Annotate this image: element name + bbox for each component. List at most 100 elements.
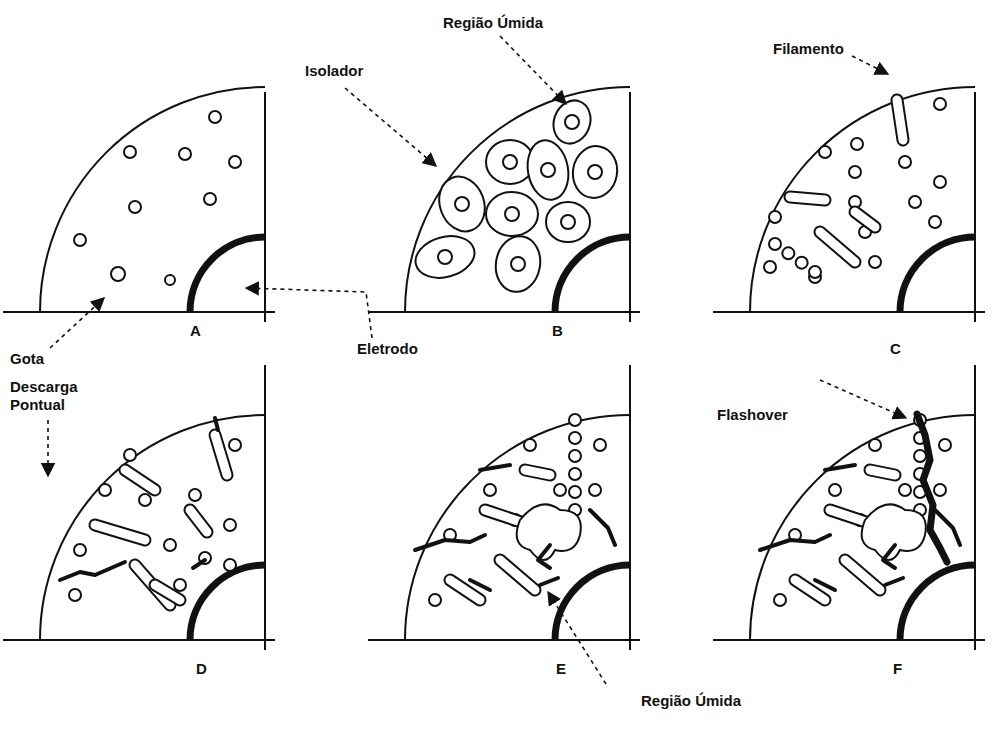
leader-line: [548, 592, 606, 684]
panel-letter: C: [890, 340, 901, 358]
water-drop: [69, 589, 81, 601]
discharge-arc: [415, 535, 485, 550]
filament-fill: [190, 510, 207, 532]
panel-letter: B: [552, 322, 563, 340]
wet-region: [486, 192, 538, 236]
insulator-outline: [40, 87, 265, 312]
filament-fill: [820, 232, 855, 262]
filament-outline: [95, 525, 145, 540]
wet-region: [546, 202, 590, 242]
water-drop: [569, 486, 581, 498]
filament-fill: [845, 560, 880, 590]
water-drop: [209, 111, 221, 123]
leader-line: [50, 298, 104, 348]
water-drop: [505, 207, 519, 221]
water-drop: [929, 216, 941, 228]
panel-letter: A: [190, 322, 201, 340]
filament-outline: [845, 560, 880, 590]
discharge-arc: [885, 578, 903, 585]
callout-label: Eletrodo: [357, 340, 418, 358]
water-drop: [224, 559, 236, 571]
base-line: [368, 639, 640, 641]
water-drop: [899, 156, 911, 168]
water-drop: [934, 98, 946, 110]
filament-fill: [215, 435, 227, 475]
electrode-arc: [190, 237, 265, 312]
water-drop: [561, 215, 575, 229]
filament-outline: [525, 470, 550, 475]
leader-line: [500, 36, 566, 104]
wet-region: [862, 504, 926, 560]
filament-outline: [897, 100, 903, 140]
water-drop: [224, 519, 236, 531]
filament-outline: [215, 435, 227, 475]
water-drop: [769, 238, 781, 250]
water-drop: [124, 146, 136, 158]
insulator-outline: [405, 87, 630, 312]
leader-line: [47, 420, 49, 476]
electrode-arc: [190, 565, 265, 640]
water-drop: [99, 484, 111, 496]
filament-fill: [500, 560, 535, 590]
water-drop: [769, 211, 781, 223]
electrode-arc: [555, 565, 630, 640]
discharge-arc: [470, 580, 490, 590]
water-drop: [939, 439, 951, 451]
discharge-arc: [215, 418, 218, 430]
discharge-arc: [538, 545, 550, 568]
axis-line: [974, 92, 976, 322]
wet-region: [548, 95, 597, 149]
water-drop: [869, 439, 881, 451]
filament-fill: [525, 470, 550, 475]
water-drop: [774, 594, 786, 606]
water-drop: [164, 539, 176, 551]
axis-line: [629, 92, 631, 322]
water-drop: [438, 250, 452, 264]
water-drop: [174, 579, 186, 591]
water-drop: [869, 256, 881, 268]
insulator-outline: [405, 415, 630, 640]
wet-region: [569, 143, 621, 202]
water-drop: [796, 257, 808, 269]
filament-outline: [820, 232, 855, 262]
filament-fill: [95, 525, 145, 540]
water-drop: [569, 414, 581, 426]
filament-outline: [870, 470, 895, 475]
callout-label: Gota: [10, 350, 44, 368]
water-drop: [851, 138, 863, 150]
water-drop: [819, 146, 831, 158]
wet-region: [517, 504, 581, 560]
wet-region: [411, 230, 479, 284]
water-drop: [484, 484, 496, 496]
callout-label: Região Úmida: [443, 14, 543, 32]
base-line: [368, 311, 640, 313]
discharge-arc: [815, 580, 835, 590]
water-drop: [594, 439, 606, 451]
filament-outline: [500, 560, 535, 590]
callout-label: Região Úmida: [641, 692, 741, 710]
filament-fill: [155, 585, 180, 600]
water-drop: [569, 468, 581, 480]
filament-outline: [155, 585, 180, 600]
panel-letter: E: [556, 660, 566, 678]
water-drop: [165, 275, 175, 285]
water-drop: [229, 439, 241, 451]
water-drop: [569, 432, 581, 444]
water-drop: [179, 148, 191, 160]
water-drop: [111, 267, 125, 281]
water-drop: [74, 234, 86, 246]
discharge-arc: [60, 562, 125, 580]
panel-letter: F: [893, 660, 902, 678]
water-drop: [565, 115, 579, 129]
discharge-arc: [883, 545, 895, 568]
water-drop: [899, 484, 911, 496]
water-drop: [914, 450, 926, 462]
filament-fill: [855, 212, 875, 227]
water-drop: [829, 484, 841, 496]
water-drop: [764, 261, 776, 273]
insulator-outline: [750, 415, 975, 640]
water-drop: [809, 266, 821, 278]
water-drop: [589, 484, 601, 496]
base-line: [713, 639, 985, 641]
